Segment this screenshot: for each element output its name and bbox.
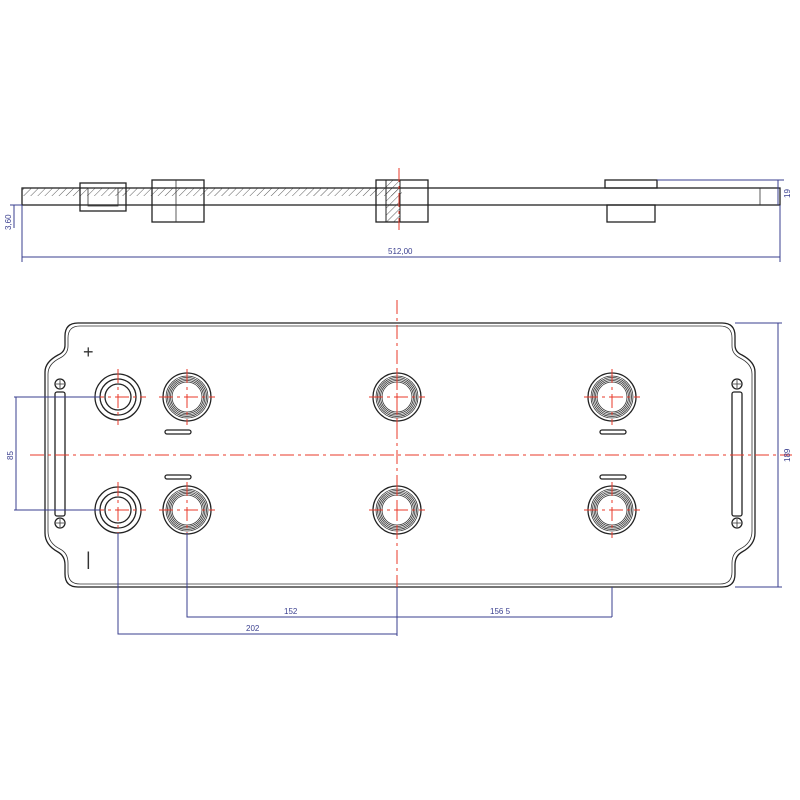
vent-mark xyxy=(164,474,192,480)
lid-outline xyxy=(44,322,756,588)
side-center-boss xyxy=(375,179,429,223)
dim-terminal-spacing-line xyxy=(14,396,100,511)
dim-202-label: 202 xyxy=(246,624,260,633)
side-bottom-pad xyxy=(606,204,656,223)
dim-length-label: 512,00 xyxy=(388,247,413,256)
hole-crosshair xyxy=(159,482,215,538)
vent-mark xyxy=(164,429,192,435)
screw-icon xyxy=(731,517,743,529)
dim-width-label: 189 xyxy=(783,448,792,462)
screw-icon xyxy=(54,378,66,390)
side-terminal-boss-1 xyxy=(79,182,127,212)
side-section-hatch xyxy=(22,188,402,196)
dim-152-label: 152 xyxy=(284,607,298,616)
screw-icon xyxy=(731,378,743,390)
dim-offset-label: 3,60 xyxy=(4,214,13,230)
screw-icon xyxy=(54,517,66,529)
hole-crosshairs xyxy=(90,369,640,538)
dim-156-5-label: 156 5 xyxy=(490,607,511,616)
side-view: 512,00 19 3,60 xyxy=(4,168,792,262)
side-top-pad xyxy=(604,179,658,189)
side-center-hatch xyxy=(385,179,401,223)
hole-crosshair xyxy=(369,369,425,425)
minus-marker: | xyxy=(86,549,91,569)
top-view: + | 85 189 152 156 5 202 xyxy=(6,300,792,636)
side-thread xyxy=(87,187,119,207)
hole-crosshair xyxy=(584,482,640,538)
lid-inner-outline xyxy=(47,325,753,585)
plus-marker: + xyxy=(83,342,94,362)
side-terminal-boss-2 xyxy=(151,179,205,223)
vent-mark xyxy=(599,429,627,435)
dim-width-line xyxy=(735,322,782,588)
dim-horizontal-lines xyxy=(117,533,613,636)
vent-mark xyxy=(599,474,627,480)
handle-slot-left xyxy=(54,391,66,517)
handle-slot-right xyxy=(731,391,743,517)
dim-terminal-spacing-label: 85 xyxy=(6,451,15,460)
dim-height-label: 19 xyxy=(783,189,792,198)
hole-crosshair xyxy=(369,482,425,538)
hole-crosshair xyxy=(159,369,215,425)
hole-crosshair xyxy=(584,369,640,425)
